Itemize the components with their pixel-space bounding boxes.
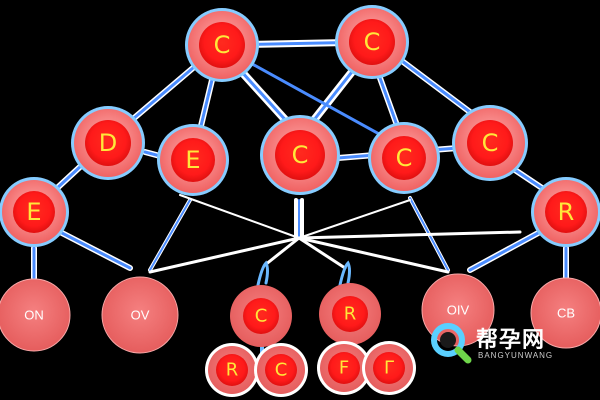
node-label: Γ bbox=[384, 358, 394, 379]
magnifier-icon bbox=[431, 323, 472, 364]
node-bottom-on: ON bbox=[0, 278, 71, 352]
edge bbox=[53, 163, 84, 192]
edge bbox=[468, 230, 542, 272]
edge bbox=[396, 56, 480, 120]
node-label: C bbox=[275, 360, 288, 381]
node-bottom-ov: OV bbox=[101, 276, 179, 354]
edge bbox=[298, 199, 411, 239]
sub-node-right-top: R bbox=[319, 283, 381, 345]
node-label: ON bbox=[24, 308, 44, 323]
node-right-c: C bbox=[452, 105, 528, 181]
edge bbox=[378, 76, 400, 130]
edge bbox=[238, 68, 292, 127]
sub-node-right-bottom-1: F bbox=[317, 341, 371, 395]
edge bbox=[256, 260, 269, 287]
node-label: C bbox=[396, 144, 413, 172]
edge bbox=[58, 230, 132, 270]
node-left-e: E bbox=[0, 177, 69, 247]
watermark-name-en: BANGYUNWANG bbox=[478, 351, 554, 360]
node-mid-d: D bbox=[71, 106, 145, 180]
node-label: E bbox=[26, 198, 41, 226]
sub-node-left-bottom-2: C bbox=[254, 343, 308, 397]
node-label: R bbox=[558, 198, 575, 226]
node-label: C bbox=[482, 129, 499, 157]
sub-node-left-top: C bbox=[230, 285, 292, 347]
sub-node-left-bottom-1: R bbox=[205, 343, 259, 397]
edge bbox=[308, 66, 357, 127]
edge bbox=[297, 230, 522, 240]
node-label: F bbox=[339, 358, 349, 379]
node-mid-e: E bbox=[157, 124, 229, 196]
node-label: CB bbox=[557, 306, 575, 321]
node-center-c: C bbox=[260, 115, 340, 195]
edge bbox=[513, 168, 547, 192]
edge bbox=[149, 199, 191, 271]
node-label: R bbox=[344, 304, 357, 325]
node-bottom-cb: CB bbox=[530, 277, 600, 349]
watermark-name: 帮孕网 bbox=[476, 328, 546, 353]
watermark-logo: 帮孕网 BANGYUNWANG bbox=[428, 320, 578, 370]
edge bbox=[297, 236, 347, 270]
edge bbox=[338, 260, 351, 287]
node-label: C bbox=[214, 31, 231, 59]
subcluster-left: C R C bbox=[205, 285, 308, 397]
node-label: C bbox=[255, 306, 268, 327]
node-top-left: C bbox=[185, 8, 259, 82]
node-mid-c: C bbox=[368, 122, 440, 194]
node-top-right: C bbox=[335, 5, 409, 79]
edge bbox=[297, 236, 450, 274]
edge bbox=[148, 236, 301, 274]
sub-node-right-bottom-2: Γ bbox=[362, 341, 416, 395]
edge bbox=[263, 236, 301, 267]
node-label: R bbox=[226, 360, 239, 381]
node-label: D bbox=[99, 129, 117, 157]
edge bbox=[179, 194, 300, 239]
node-right-r: R bbox=[531, 177, 600, 247]
edge bbox=[243, 58, 392, 142]
node-label: OIV bbox=[447, 303, 470, 318]
node-label: C bbox=[364, 28, 381, 56]
edge bbox=[198, 78, 214, 132]
subcluster-right: R F Γ bbox=[317, 283, 416, 395]
node-label: E bbox=[185, 146, 200, 174]
node-label: C bbox=[292, 141, 309, 169]
node-label: OV bbox=[131, 308, 150, 323]
